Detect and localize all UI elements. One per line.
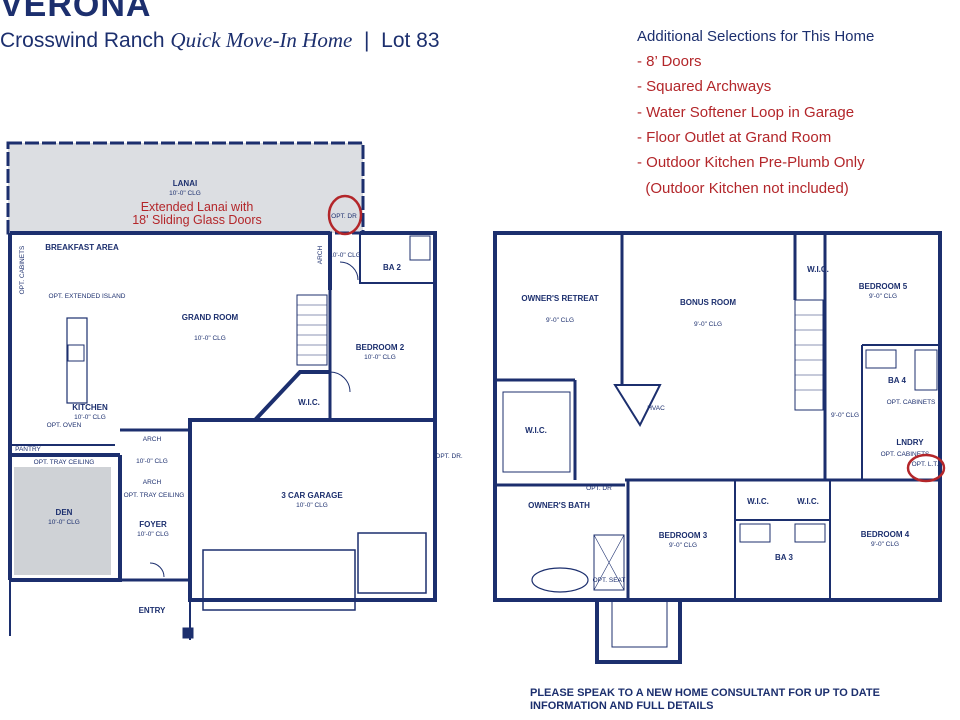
highlight-circle (327, 194, 363, 236)
disclaimer-line-1: PLEASE SPEAK TO A NEW HOME CONSULTANT FO… (530, 687, 880, 699)
breakfast-label: BREAKFAST AREA (45, 243, 119, 252)
lanai-note-2: 18' Sliding Glass Doors (132, 213, 262, 227)
owners-bath-label: OWNER'S BATH (528, 501, 590, 510)
arch-label-3: ARCH (143, 479, 162, 486)
opt-tray-label: OPT. TRAY CEILING (34, 459, 95, 466)
highlight-circle-2 (906, 453, 946, 483)
owners-retreat-clg: 9'-0" CLG (546, 317, 574, 324)
grand-room-clg: 10'-0" CLG (194, 335, 226, 342)
subtitle: Crosswind Ranch Quick Move-In Home | Lot… (0, 28, 440, 53)
garage-clg: 10'-0" CLG (296, 502, 328, 509)
opt-dr-bath: OPT. DR (586, 485, 612, 492)
separator: | (364, 29, 370, 52)
opt-lt-label: OPT. L.T. (912, 461, 939, 468)
garage-walls (188, 418, 437, 602)
bedroom5-label: BEDROOM 5 (859, 282, 908, 291)
bedroom5-clg: 9'-0" CLG (869, 293, 897, 300)
bedroom2-clg: 10'-0" CLG (364, 354, 396, 361)
selection-item: (Outdoor Kitchen not included) (637, 180, 849, 197)
selection-item: - Outdoor Kitchen Pre-Plumb Only (637, 154, 865, 171)
bonus-room-clg: 9'-0" CLG (694, 321, 722, 328)
opt-dr-garage: OPT. DR. (435, 453, 463, 460)
hall-clg-2: 9'-0" CLG (831, 412, 859, 419)
foyer-clg: 10'-0" CLG (137, 531, 169, 538)
ba3-label: BA 3 (775, 553, 793, 562)
hall-clg: 10'-0" CLG (136, 458, 168, 465)
wic-label-5: W.I.C. (807, 265, 829, 274)
opt-door-label: OPT. DR (331, 213, 357, 220)
grand-room-label: GRAND ROOM (182, 313, 239, 322)
wic-owner-label: W.I.C. (525, 426, 547, 435)
bedroom3-label: BEDROOM 3 (659, 531, 708, 540)
ba2-label: BA 2 (383, 263, 401, 272)
bedroom3-clg: 9'-0" CLG (669, 542, 697, 549)
community-name: Crosswind Ranch (0, 29, 165, 52)
hvac-label: HVAC (647, 405, 665, 412)
selection-item: - Squared Archways (637, 78, 772, 95)
opt-cabinets-2: OPT. CABINETS (887, 399, 936, 406)
lndry-label: LNDRY (896, 438, 924, 447)
lanai-clg: 10'-0" CLG (169, 190, 201, 197)
ba2-clg: 10'-0" CLG (329, 252, 361, 259)
second-floor-plan (493, 231, 942, 664)
garage-label: 3 CAR GARAGE (281, 491, 343, 500)
ba4-label: BA 4 (888, 376, 906, 385)
lanai-label: LANAI (173, 179, 197, 188)
opt-island-label: OPT. EXTENDED ISLAND (49, 293, 126, 300)
opt-cabinets-label: OPT. CABINETS (19, 245, 26, 294)
selection-item: - Floor Outlet at Grand Room (637, 129, 832, 146)
kitchen-clg: 10'-0" CLG (74, 414, 106, 421)
entry-label: ENTRY (139, 606, 166, 615)
bonus-room-label: BONUS ROOM (680, 298, 736, 307)
den-label: DEN (56, 508, 73, 517)
lot-number: Lot 83 (381, 29, 440, 52)
opt-seat-label: OPT. SEAT (593, 577, 626, 584)
foyer-label: FOYER (139, 520, 167, 529)
arch-label-2: ARCH (143, 436, 162, 443)
arch-label: ARCH (317, 245, 324, 264)
opt-tray-foyer: OPT. TRAY CEILING (124, 492, 185, 499)
disclaimer: PLEASE SPEAK TO A NEW HOME CONSULTANT FO… (530, 687, 880, 713)
selection-item: - Water Softener Loop in Garage (637, 104, 855, 121)
model-title: VERONA (0, 0, 152, 24)
bedroom4-clg: 9'-0" CLG (871, 541, 899, 548)
pantry-label: PANTRY (15, 446, 41, 453)
selection-item: - 8’ Doors (637, 53, 702, 70)
bedroom4-label: BEDROOM 4 (861, 530, 910, 539)
kitchen-label: KITCHEN (72, 403, 108, 412)
bedroom2-label: BEDROOM 2 (356, 343, 405, 352)
selections-heading: Additional Selections for This Home (637, 28, 875, 45)
den-clg: 10'-0" CLG (48, 519, 80, 526)
home-type: Quick Move-In Home (170, 28, 353, 52)
wic-b4-label: W.I.C. (797, 497, 819, 506)
wic-b3-label: W.I.C. (747, 497, 769, 506)
first-floor-plan (6, 141, 437, 640)
wic-label: W.I.C. (298, 398, 320, 407)
disclaimer-line-2: INFORMATION AND FULL DETAILS (530, 700, 714, 712)
owners-retreat-label: OWNER'S RETREAT (521, 294, 598, 303)
opt-cabinets-lndry: OPT. CABINETS (881, 451, 930, 458)
opt-oven-label: OPT. OVEN (47, 422, 82, 429)
lanai-note-1: Extended Lanai with (141, 200, 254, 214)
